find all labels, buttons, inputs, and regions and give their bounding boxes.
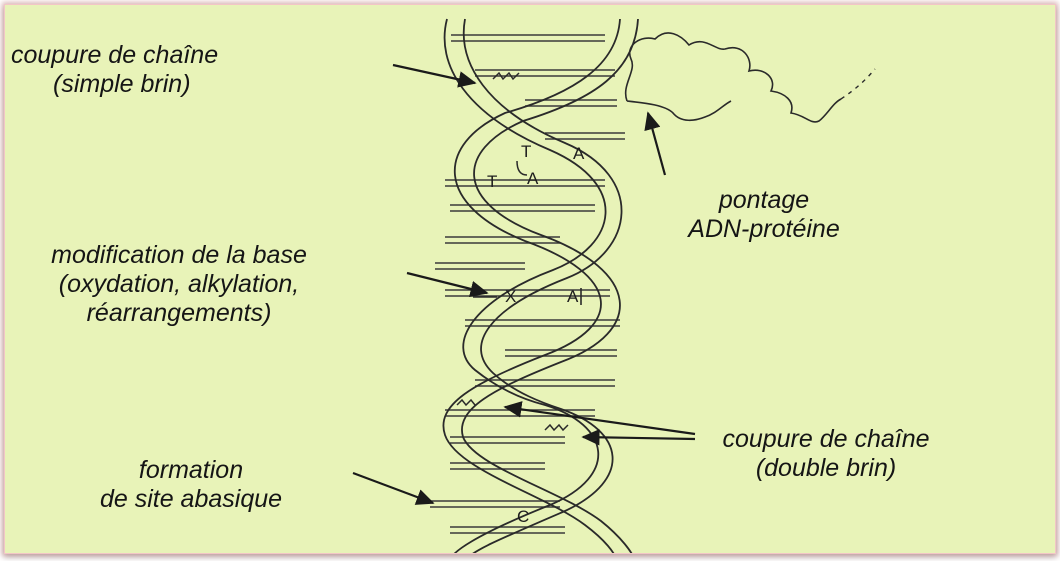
mismatch-hook — [517, 161, 527, 175]
base-x: X — [505, 287, 516, 306]
base-t1: T — [521, 142, 531, 161]
label-line: réarrangements) — [4, 299, 363, 328]
base-t2: T — [487, 172, 497, 191]
base-c: C — [517, 507, 529, 526]
label-double-strand-break: coupure de chaîne (double brin) — [699, 425, 953, 483]
label-line: (simple brin) — [11, 70, 218, 99]
label-base-modification: modification de la base (oxydation, alky… — [4, 241, 363, 328]
label-line: de site abasique — [75, 485, 307, 514]
protein-tail — [841, 69, 875, 99]
label-line: pontage — [673, 186, 855, 215]
label-line: modification de la base — [4, 241, 363, 270]
arrow-abasic — [353, 473, 433, 503]
label-abasic-site: formation de site abasique — [75, 456, 307, 514]
label-line: coupure de chaîne — [699, 425, 953, 454]
arrow-double-strand-upper — [505, 407, 695, 434]
arrow-double-strand-lower — [583, 437, 695, 439]
arrow-crosslink — [648, 113, 665, 175]
label-line: formation — [75, 456, 307, 485]
label-line: ADN-protéine — [673, 215, 855, 244]
label-line: (oxydation, alkylation, — [4, 270, 363, 299]
protein-outline — [626, 33, 841, 122]
arrow-single-strand — [393, 65, 475, 83]
base-a2: A — [527, 169, 539, 188]
label-line: (double brin) — [699, 454, 953, 483]
diagram-frame: T A T A X A C coupure de chaîne (simple … — [4, 4, 1056, 554]
label-line: coupure de chaîne — [11, 41, 218, 70]
label-dna-protein-crosslink: pontage ADN-protéine — [673, 186, 855, 244]
base-a1: A — [573, 144, 585, 163]
base-a3: A — [567, 287, 579, 306]
base-pairs — [430, 35, 625, 533]
label-single-strand-break: coupure de chaîne (simple brin) — [11, 41, 218, 99]
